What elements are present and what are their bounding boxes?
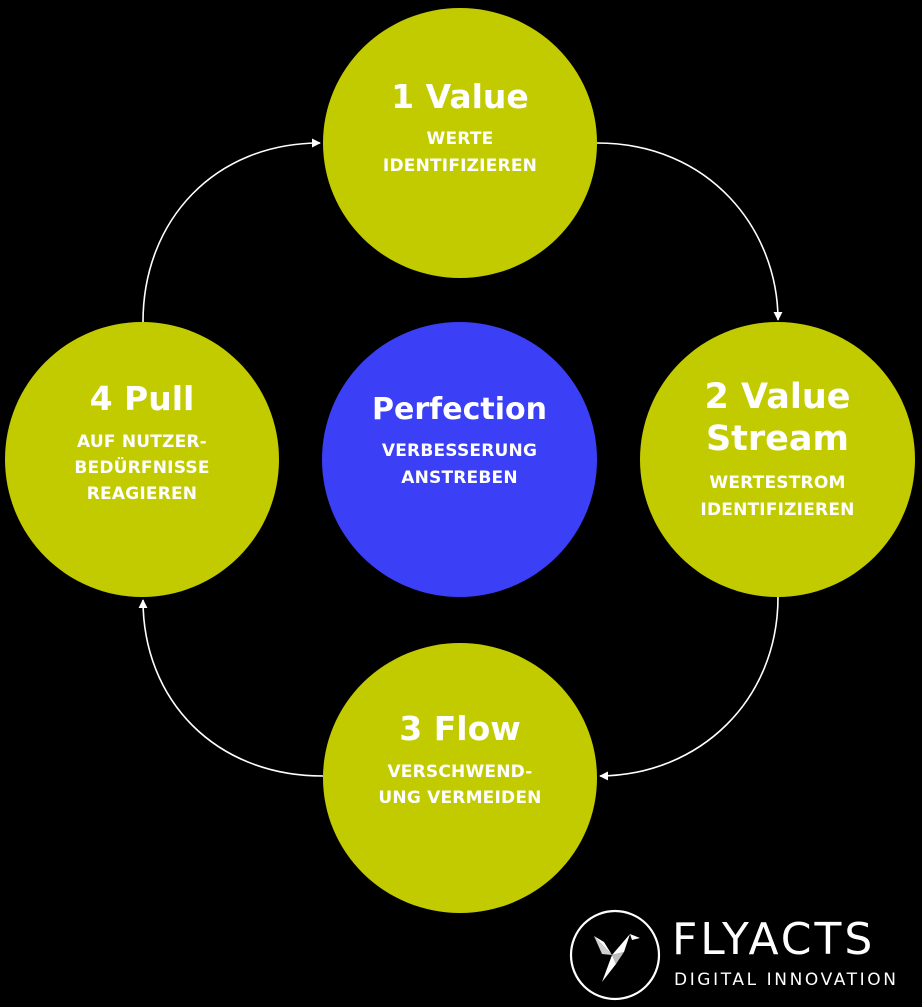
step-flow-subtitle: VERSCHWEND- UNG VERMEIDEN — [378, 761, 542, 809]
origami-bird-icon — [569, 909, 661, 1001]
perfection-title: Perfection — [372, 392, 547, 428]
step-value-stream-circle: 2 Value Stream WERTESTROM IDENTIFIZIEREN — [640, 322, 915, 597]
step-pull-circle: 4 Pull AUF NUTZER- BEDÜRFNISSE REAGIEREN — [5, 322, 279, 597]
step-value-subtitle: WERTE IDENTIFIZIEREN — [382, 129, 538, 176]
step-value-title: 1 Value — [391, 76, 529, 116]
step-flow-title: 3 Flow — [399, 709, 521, 749]
step-value-circle: 1 Value WERTE IDENTIFIZIEREN — [323, 8, 597, 278]
step-flow-circle: 3 Flow VERSCHWEND- UNG VERMEIDEN — [323, 643, 597, 913]
arrow-flow-to-pull — [138, 599, 324, 777]
arrow-pull-to-value — [142, 138, 321, 323]
logo-wordmark: FLYACTS — [672, 914, 876, 965]
arrow-value-to-stream — [596, 142, 783, 321]
flyacts-logo: FLYACTS DIGITAL INNOVATION — [568, 908, 918, 1004]
step-pull-title: 4 Pull — [89, 379, 195, 419]
logo-tagline: DIGITAL INNOVATION — [674, 970, 899, 990]
arrow-stream-to-flow — [599, 596, 779, 781]
step-value-stream-subtitle: WERTESTROM IDENTIFIZIEREN — [700, 473, 855, 520]
step-pull-subtitle: AUF NUTZER- BEDÜRFNISSE REAGIEREN — [74, 431, 210, 505]
perfection-center-circle: Perfection VERBESSERUNG ANSTREBEN — [322, 322, 597, 597]
perfection-subtitle: VERBESSERUNG ANSTREBEN — [381, 441, 538, 488]
step-value-stream-title: 2 Value Stream — [704, 377, 851, 460]
